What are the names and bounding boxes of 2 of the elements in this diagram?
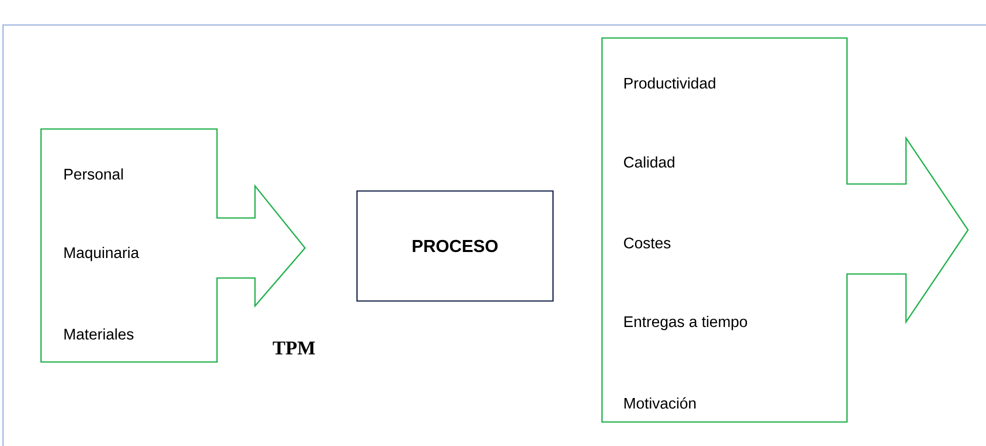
process-box: PROCESO xyxy=(356,190,554,302)
label-text: TPM xyxy=(272,342,315,354)
